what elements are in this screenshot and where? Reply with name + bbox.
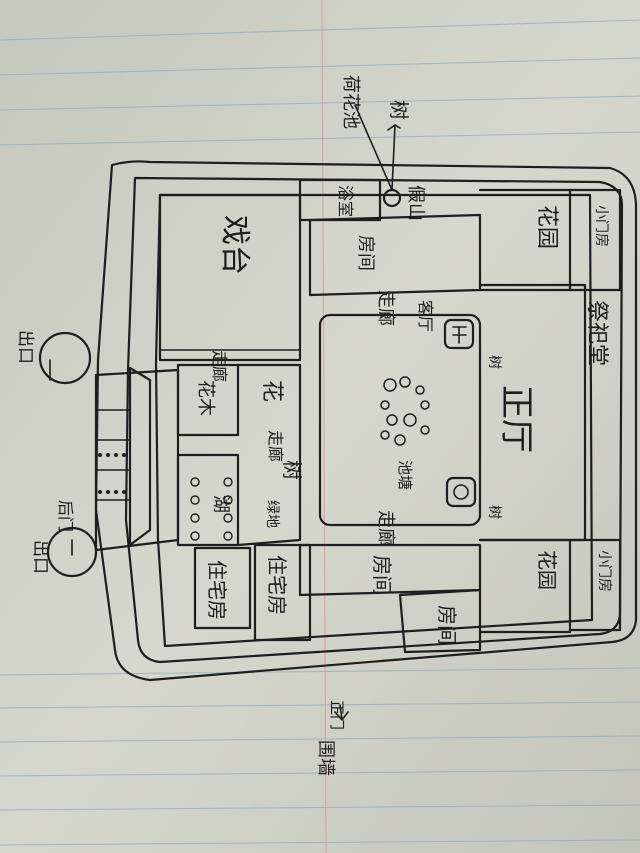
label-corridor-bottom: 走廊 bbox=[375, 510, 396, 546]
label-left-exit-top: 出口 bbox=[15, 330, 35, 364]
label-left-exit-bottom: 出口 bbox=[30, 540, 50, 574]
label-tree-top: 树 bbox=[486, 355, 502, 369]
label-top-tree: 树 bbox=[387, 100, 411, 120]
tree-circle bbox=[382, 188, 402, 208]
residence-a-box bbox=[193, 546, 252, 630]
gate-passage bbox=[94, 368, 180, 552]
label-inner-room: 房间 bbox=[355, 235, 376, 271]
small-room-top-box bbox=[568, 188, 622, 292]
flower-tree-box bbox=[176, 363, 240, 437]
family-room-box bbox=[308, 213, 482, 297]
label-bottom-note: 围墙 bbox=[315, 740, 336, 776]
label-tree-bottom: 树 bbox=[486, 505, 502, 519]
label-small-room-top: 小门房 bbox=[593, 205, 609, 247]
exit-top-circle bbox=[38, 331, 92, 385]
label-top-pond: 荷花池 bbox=[340, 75, 361, 129]
label-left-side-note: 后门 bbox=[56, 500, 75, 532]
labels-group: 树 荷花池 出口 出口 后门 正门 围墙 戏台 浴室 假山 走廊 花园 小门房 … bbox=[15, 75, 612, 776]
label-small-room-bottom: 小门房 bbox=[596, 550, 612, 592]
lake-dots bbox=[190, 477, 233, 541]
label-flower: 花 bbox=[259, 380, 284, 402]
well-top bbox=[443, 318, 475, 350]
label-lake: 湖 bbox=[210, 495, 231, 513]
garden-bottom-box bbox=[478, 538, 572, 634]
label-bottom-note-prefix: 正门 bbox=[328, 700, 346, 730]
outer-wall bbox=[94, 160, 638, 682]
label-bath: 浴室 bbox=[336, 185, 355, 217]
label-corridor-top: 走廊 bbox=[375, 290, 396, 326]
label-family-room: 客厅 bbox=[416, 300, 435, 332]
exit-bottom-circle bbox=[46, 526, 98, 578]
small-room-bottom-box bbox=[568, 538, 622, 632]
courtyard-box bbox=[318, 313, 482, 527]
pond-rocks bbox=[380, 376, 430, 446]
garden-top-box bbox=[478, 188, 572, 292]
stage-box bbox=[158, 193, 302, 362]
well-bottom bbox=[445, 476, 477, 508]
label-tree: 树 bbox=[280, 460, 304, 480]
label-room-b1: 房间 bbox=[370, 555, 394, 595]
label-corridor-mid: 走廊 bbox=[266, 430, 285, 462]
label-stage: 戏台 bbox=[217, 215, 252, 275]
flower-lake-box bbox=[176, 453, 240, 547]
courtyard-wall bbox=[154, 193, 594, 648]
label-flowers-trees: 花木 bbox=[195, 380, 216, 416]
label-garden-bottom: 花园 bbox=[535, 550, 559, 590]
label-room-b3: 房间 bbox=[435, 605, 459, 645]
label-gate-hall: 祭祀堂 bbox=[584, 300, 609, 366]
label-courtyard-note: 池塘 bbox=[396, 460, 414, 490]
residence-b-box bbox=[253, 543, 312, 642]
gate-studs bbox=[98, 453, 126, 494]
label-rockery: 假山 bbox=[405, 185, 426, 221]
label-residence-b: 住宅房 bbox=[265, 555, 289, 615]
label-left-corridor-top: 走廊 bbox=[210, 350, 229, 382]
room-b3-box bbox=[398, 588, 482, 654]
label-main-hall: 正厅 bbox=[496, 385, 536, 453]
label-green-land: 绿地 bbox=[264, 500, 280, 528]
label-residence-a: 住宅房 bbox=[205, 560, 229, 620]
label-garden-top: 花园 bbox=[534, 205, 559, 249]
